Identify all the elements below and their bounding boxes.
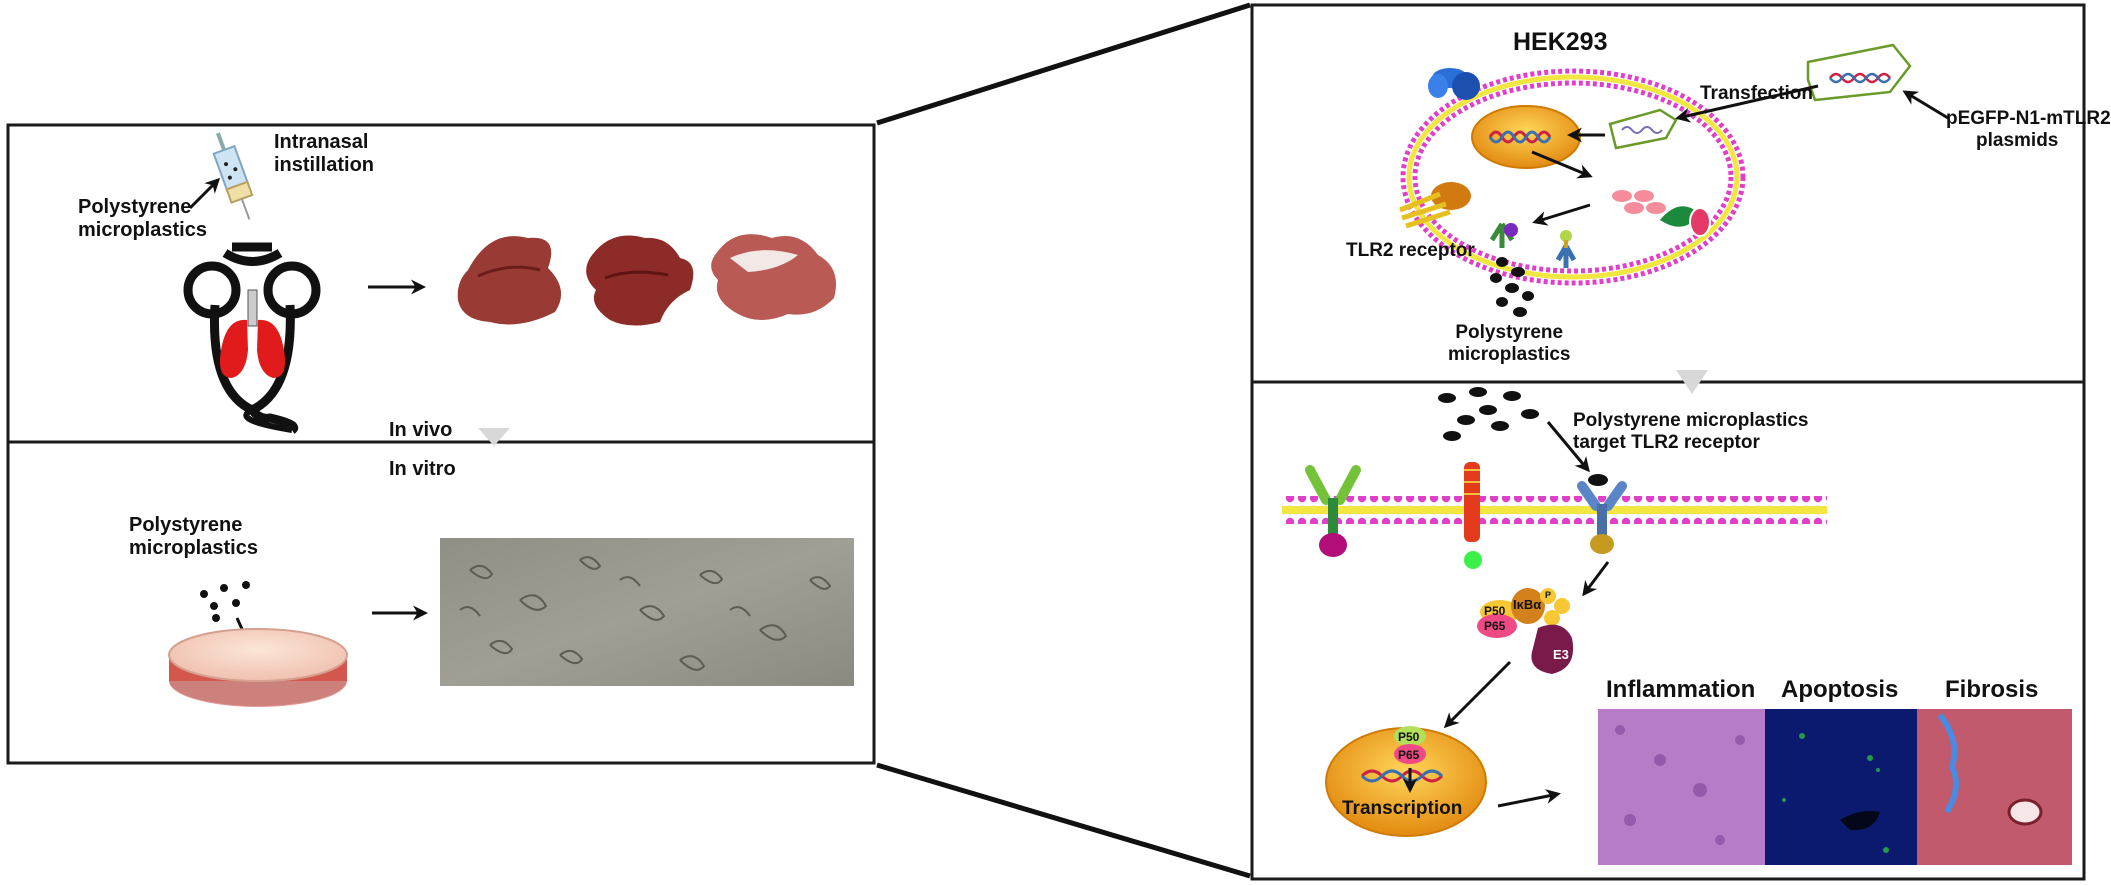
connector-line-bottom <box>876 762 1251 879</box>
tlr2-receptor-icon <box>1489 222 1518 248</box>
lung-sample-2-fold <box>604 270 669 280</box>
lung-sample-1-fold <box>477 265 541 278</box>
histology-inflammation-texture <box>1615 725 1745 845</box>
panel-hek293-frame <box>1250 3 2086 384</box>
label-inflammation: Inflammation <box>1606 676 1756 703</box>
label-in-vitro: In vitro <box>389 458 456 480</box>
petri-dish-icon <box>168 628 348 707</box>
cell-membrane-mid <box>1406 74 1740 280</box>
receptor-green-y <box>1305 465 1361 557</box>
label-hek293: HEK293 <box>1513 28 1608 56</box>
membrane-protein-yellow <box>1399 182 1471 229</box>
tlr2-receptor-mechanism-icon <box>1577 481 1627 554</box>
label-p65-nucleus: P65 <box>1398 748 1420 762</box>
plasmid-box-outer <box>1806 43 1912 102</box>
nfkb-complex-icon <box>1477 588 1574 674</box>
label-p50: P50 <box>1484 604 1506 618</box>
receptor-orange-stick <box>1464 462 1482 569</box>
plasmid-label-arrow <box>1902 90 1949 120</box>
membrane-bilayer-core <box>1282 506 1827 514</box>
histology-apoptosis <box>1765 709 1917 865</box>
lung-left-icon <box>219 319 248 378</box>
down-arrow-icon <box>1676 370 1708 394</box>
panel-in-vitro-frame <box>6 440 876 765</box>
dna-helix-icon <box>1488 130 1552 144</box>
nucleus-to-protein-arrow <box>1531 150 1593 179</box>
particle <box>220 584 228 592</box>
lung-sample-2 <box>586 235 694 326</box>
label-p50-nucleus: P50 <box>1398 730 1420 744</box>
lung-sample-1 <box>457 236 562 325</box>
histology-fibrosis <box>1917 709 2072 865</box>
transfection-arrow <box>1675 84 1819 123</box>
trachea-icon <box>247 289 258 327</box>
target-arrow <box>1546 421 1590 473</box>
polystyrene-particles <box>1490 257 1534 317</box>
label-e3: E3 <box>1553 647 1569 662</box>
label-apoptosis: Apoptosis <box>1781 676 1899 703</box>
histology-apoptosis-texture <box>1782 733 1889 853</box>
label-transfection: Transfection <box>1700 83 1813 104</box>
signal-arrow-1 <box>1582 561 1610 597</box>
cell-membrane-inner <box>1412 80 1734 274</box>
dna-helix-icon <box>1829 72 1891 84</box>
panel-mechanism-frame <box>1250 380 2086 881</box>
plastics-pointer-arrow <box>188 177 221 210</box>
p65-badge <box>1394 744 1426 764</box>
particle <box>242 581 250 589</box>
particle <box>210 602 218 610</box>
down-arrow-icon <box>478 428 510 446</box>
cell-membrane-outer <box>1400 68 1746 286</box>
histology-apoptosis-vessel <box>1840 811 1880 831</box>
transcription-arrow <box>1497 788 1561 808</box>
dna-helix-icon <box>1488 130 1552 144</box>
label-in-vivo: In vivo <box>389 419 453 441</box>
histology-fibrosis-vessel <box>2007 798 2043 826</box>
signal-arrow-2 <box>1443 660 1512 729</box>
tlr2-protein-blobs <box>1612 190 1666 214</box>
lung-sample-3-highlight <box>730 250 798 272</box>
dna-helix-icon <box>1829 72 1891 84</box>
syringe-icon <box>212 132 254 220</box>
label-p65: P65 <box>1484 619 1506 633</box>
histology-fibrosis-collagen <box>1937 713 1959 814</box>
histology-inflammation <box>1598 709 1765 865</box>
protein-to-receptor-arrow <box>1532 203 1591 226</box>
label-transcription: Transcription <box>1342 798 1463 819</box>
cell-culture-image <box>440 538 854 686</box>
dna-helix-icon <box>1621 126 1663 134</box>
p50-badge <box>1394 726 1426 746</box>
receptor-icon-secondary <box>1555 230 1577 268</box>
particle <box>200 590 208 598</box>
bound-particle <box>1588 474 1608 486</box>
dna-helix-icon <box>1360 769 1444 783</box>
label-tlr2-receptor: TLR2 receptor <box>1346 240 1475 261</box>
microplastics-cluster <box>1438 387 1539 441</box>
connector-line-top <box>876 2 1251 126</box>
lung-sample-3 <box>711 234 836 320</box>
membrane-protein-blue <box>1428 68 1480 100</box>
label-phospho: P <box>1545 590 1552 600</box>
cell-culture-cells <box>459 556 832 671</box>
label-ikba: IκBα <box>1513 597 1542 612</box>
particle <box>232 599 240 607</box>
label-fibrosis: Fibrosis <box>1945 676 2039 703</box>
particle <box>212 614 220 622</box>
membrane-protein-green <box>1660 206 1711 237</box>
lung-right-icon <box>257 319 286 378</box>
mouse-icon <box>183 242 321 434</box>
